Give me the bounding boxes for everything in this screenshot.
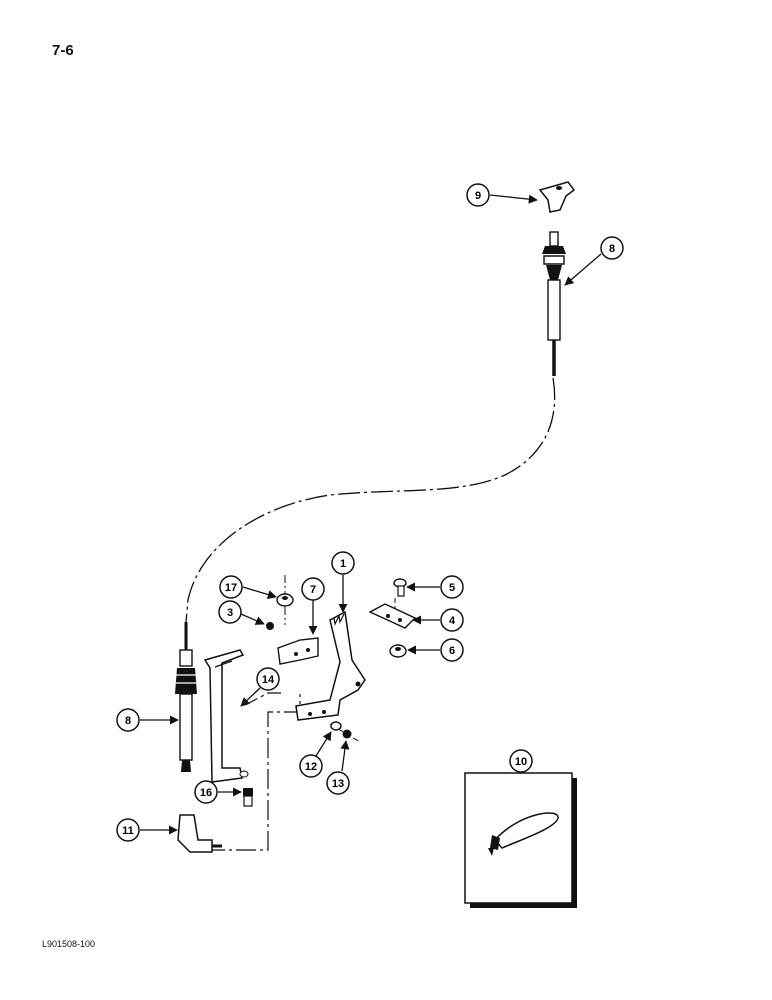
- callout-6-label: 6: [449, 645, 455, 657]
- leader-3: [240, 613, 265, 625]
- plate-4: [368, 603, 417, 629]
- nut-13: [342, 729, 352, 739]
- callout-1-label: 1: [340, 558, 346, 570]
- callout-11-label: 11: [122, 825, 134, 837]
- callout-8-upper: 8: [600, 236, 624, 260]
- figure-code: L901508-100: [42, 939, 96, 949]
- linkage-route: [205, 694, 301, 851]
- callout-7: 7: [301, 577, 325, 601]
- callout-8-lower: 8: [116, 708, 140, 732]
- callout-3-label: 3: [227, 607, 233, 619]
- callout-14-label: 14: [262, 674, 275, 686]
- leader-13: [340, 740, 350, 772]
- page-number: 7-6: [52, 42, 74, 59]
- leader-14: [240, 687, 261, 707]
- elbow-fitting: [177, 814, 222, 853]
- callout-17-label: 17: [225, 582, 237, 594]
- cable-end-lower: [175, 622, 197, 772]
- leader-9: [489, 194, 538, 204]
- callout-5-label: 5: [449, 582, 455, 594]
- callout-12-label: 12: [305, 761, 317, 773]
- callout-10: 10: [509, 749, 533, 773]
- callout-13-label: 13: [332, 778, 344, 790]
- leader-8a: [564, 253, 602, 286]
- linkage-route-2: [244, 692, 282, 706]
- nut-3: [266, 622, 274, 630]
- nut-6: [389, 644, 407, 658]
- washer-12: [330, 721, 342, 731]
- callout-16-label: 16: [200, 787, 212, 799]
- cable-head-upper: [542, 231, 566, 376]
- callout-16: 16: [194, 780, 218, 804]
- callout-3: 3: [218, 600, 242, 624]
- callout-5: 5: [440, 575, 464, 599]
- callout-12: 12: [299, 754, 323, 778]
- bracket-7: [277, 637, 319, 665]
- inset-box-10: [464, 772, 577, 908]
- screw-16: [243, 788, 253, 807]
- callout-4: 4: [440, 608, 464, 632]
- callout-4-label: 4: [449, 615, 456, 627]
- callout-8-upper-label: 8: [609, 243, 615, 255]
- callout-14: 14: [256, 667, 280, 691]
- screw-5: [393, 578, 407, 597]
- callout-7-label: 7: [310, 584, 316, 596]
- callout-8-lower-label: 8: [125, 715, 131, 727]
- callout-9-label: 9: [475, 190, 481, 202]
- nut-17: [276, 593, 294, 607]
- throttle-cable: [185, 377, 556, 623]
- leader-17: [242, 586, 277, 599]
- leader-12: [315, 731, 332, 757]
- callout-13: 13: [326, 771, 350, 795]
- callout-17: 17: [219, 575, 243, 599]
- knob-part: [538, 181, 576, 213]
- callout-9: 9: [466, 183, 490, 207]
- callout-11: 11: [116, 818, 140, 842]
- throttle-lever: [295, 610, 366, 721]
- bracket-14: [203, 649, 249, 783]
- callout-1: 1: [331, 551, 355, 575]
- callout-6: 6: [440, 638, 464, 662]
- callout-10-label: 10: [515, 756, 527, 768]
